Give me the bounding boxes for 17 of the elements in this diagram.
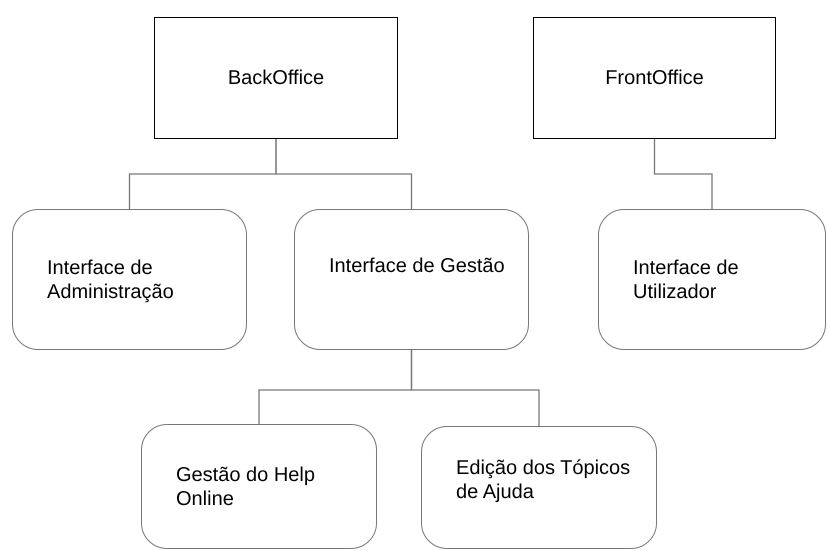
module-box [12,209,247,350]
module-box [141,424,377,549]
module-box [294,209,529,350]
system-box [154,17,398,139]
node-label: FrontOffice [605,66,704,90]
node-label: Interface de Administração [47,256,175,304]
connector-line [410,350,540,426]
node-label: Gestão do Help Online [176,462,316,510]
node-label: BackOffice [228,66,324,90]
module-box [421,426,657,549]
connector-line [654,139,713,209]
system-box [533,17,776,139]
node-label: Edição dos Tópicos de Ajuda [456,456,632,504]
connector-line [275,139,412,209]
node-label: Interface de Utilizador [633,256,740,304]
node-label: Interface de Gestão [329,254,505,278]
module-box [598,209,826,350]
